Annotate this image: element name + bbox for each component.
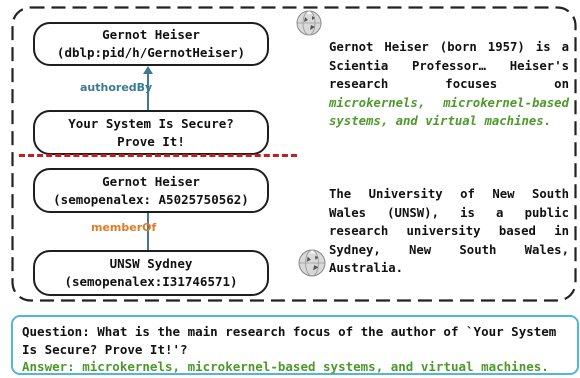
authored-by-arrowhead — [143, 66, 153, 74]
member-of-label: memberOf — [91, 221, 157, 234]
qa-box: Question: What is the main research focu… — [11, 315, 579, 375]
wikipedia-globe-icon-2 — [298, 249, 326, 277]
wiki-summary-author-text: Gernot Heiser (born 1957) is a Scientia … — [329, 40, 569, 91]
paper-title-line2: Prove It! — [117, 133, 185, 149]
member-of-edge — [147, 213, 149, 250]
wiki-summary-author: Gernot Heiser (born 1957) is a Scientia … — [329, 38, 569, 131]
authored-by-label: authoredBy — [80, 81, 153, 94]
wiki-summary-institution: The University of New South Wales (UNSW)… — [329, 185, 569, 278]
red-dashed-divider — [19, 154, 297, 157]
answer-text: Answer: microkernels, microkernel-based … — [22, 359, 549, 374]
institution-id: (semopenalex:I31746571) — [64, 274, 238, 289]
wikipedia-globe-icon — [296, 10, 322, 36]
authored-by-edge — [147, 73, 149, 110]
author-node-name: Gernot Heiser — [102, 27, 200, 42]
research-focus-highlight: microkernels, microkernel-based systems,… — [329, 95, 569, 129]
author-node-name-2: Gernot Heiser — [102, 173, 200, 189]
institution-node: UNSW Sydney (semopenalex:I31746571) — [33, 250, 269, 296]
question-text: Question: What is the main research focu… — [22, 324, 557, 357]
knowledge-panel — [11, 6, 577, 302]
institution-name: UNSW Sydney — [109, 256, 193, 271]
dashed-frame — [11, 6, 577, 302]
author-node-id-2: (semopenalex: A5025750562) — [53, 191, 249, 207]
author-node-dblp: Gernot Heiser (dblp:pid/h/GernotHeiser) — [33, 22, 269, 66]
wiki-summary-institution-text: The University of New South Wales (UNSW)… — [329, 187, 569, 275]
author-node-semopenalex: Gernot Heiser (semopenalex: A5025750562) — [33, 168, 269, 213]
author-node-id: (dblp:pid/h/GernotHeiser) — [56, 45, 246, 60]
paper-title-line1: Your System Is Secure? — [68, 115, 234, 131]
paper-node: Your System Is Secure? Prove It! — [33, 110, 269, 155]
